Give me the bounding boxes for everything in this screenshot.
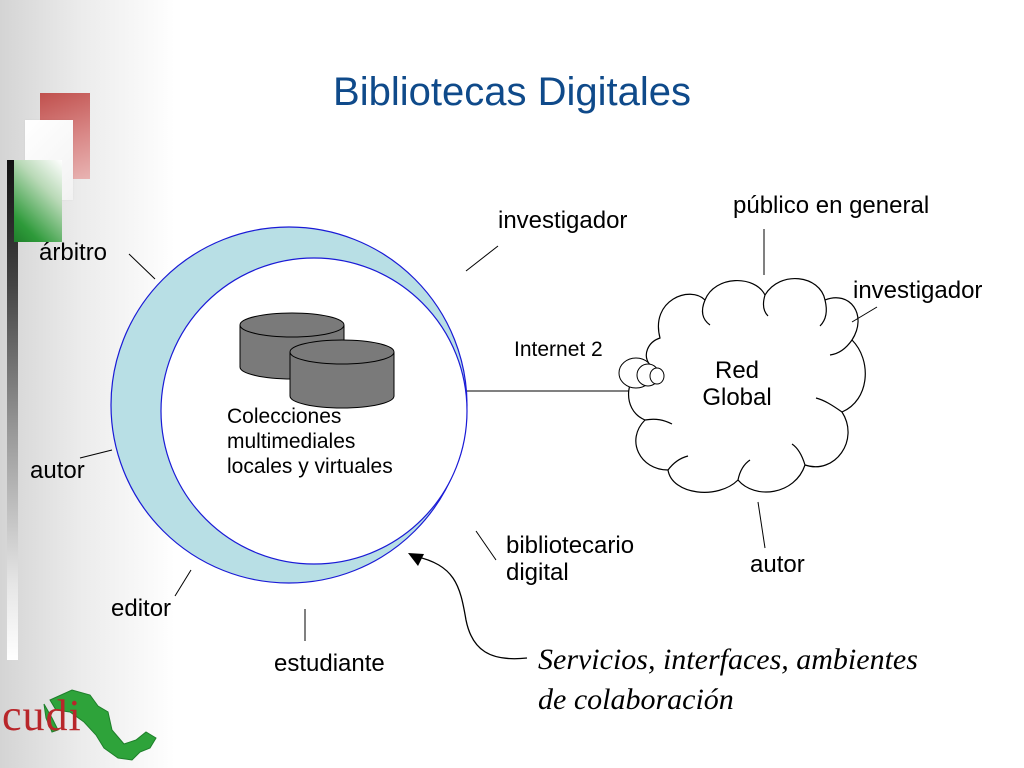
label-bibliotecario-line2: digital [506,558,569,586]
label-cloud-investigador: investigador [853,277,983,304]
label-colecciones: Colecciones multimediales locales y virt… [227,404,393,480]
label-autor: autor [30,457,85,484]
label-red-line1: Red [714,357,760,384]
leader-cloud-investigador [851,306,878,323]
leader-arbitro [128,253,156,280]
cloud-tail-icon [618,357,665,389]
mexico-map-icon [43,689,157,761]
label-arbitro: árbitro [39,239,108,266]
label-cloud-autor: autor [750,551,805,578]
services-note: Servicios, interfaces, ambientes de cola… [538,640,1008,719]
inner-circle [160,257,468,565]
label-publico-general: público en general [733,192,930,219]
label-bibliotecario-line1: bibliotecario [506,532,635,559]
leader-cloud-autor [757,501,766,549]
label-colecciones-line2: multimediales [227,430,356,454]
cudi-logo: cudi [2,691,82,740]
leader-autor [79,449,113,459]
page-title: Bibliotecas Digitales [333,70,691,114]
label-bibliotecario-digital: bibliotecario digital [506,532,635,587]
label-red-line2: Global [702,383,772,411]
label-internet2: Internet 2 [514,338,603,361]
label-editor: editor [111,595,172,622]
database-icon [289,339,395,409]
leader-investigador [465,245,499,272]
leader-bibliotecario [475,530,497,561]
label-colecciones-line1: Colecciones [227,405,342,428]
services-note-line1: Servicios, interfaces, ambientes [538,643,918,676]
label-red-global: Red Global [696,357,778,412]
label-investigador: investigador [498,207,628,234]
cloud-icon [628,278,866,493]
leader-editor [174,569,192,597]
services-note-line2: de colaboración [538,682,734,716]
arrowhead-icon [408,553,424,566]
label-colecciones-line3: locales y virtuales [227,455,393,479]
label-estudiante: estudiante [274,650,385,677]
services-arrow [413,555,528,660]
decorative-square-green [14,160,62,242]
decorative-bar [7,160,18,660]
